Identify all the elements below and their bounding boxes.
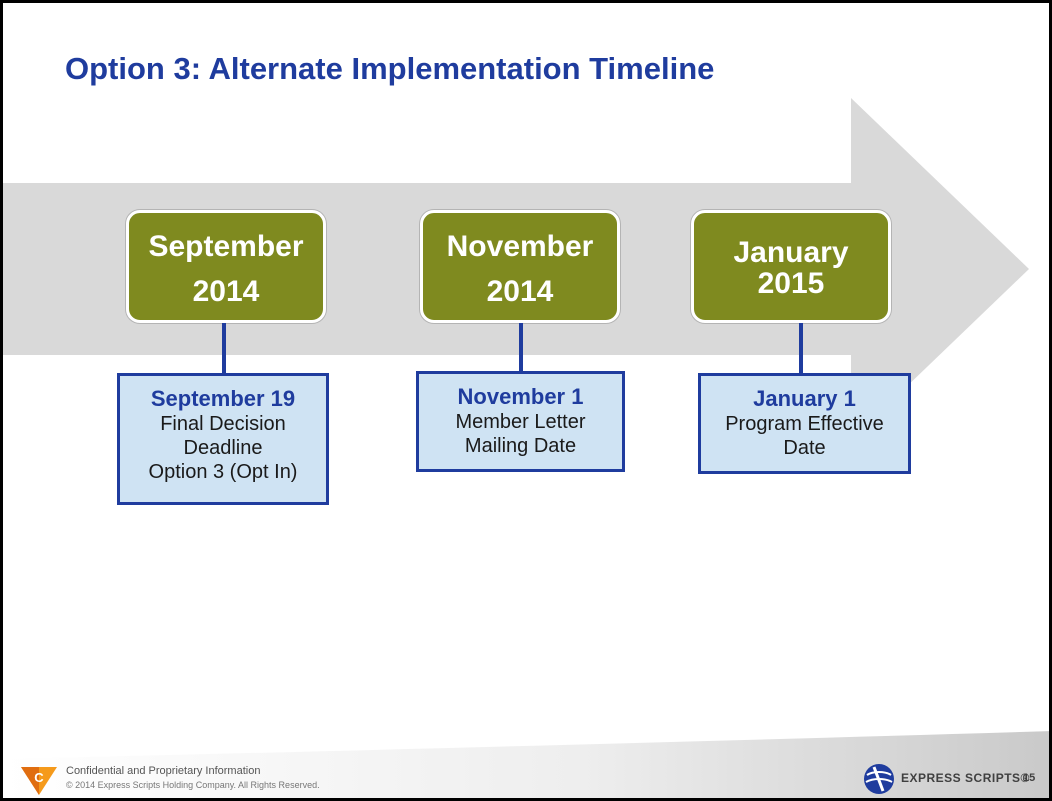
milestone-box-september-2014: September 2014 xyxy=(126,210,326,323)
milestone-connector xyxy=(799,323,803,373)
milestone-connector xyxy=(222,323,226,373)
milestone-box-year: 2014 xyxy=(486,275,554,308)
page-number: 15 xyxy=(1023,772,1036,784)
footer-copyright-text: © 2014 Express Scripts Holding Company. … xyxy=(66,780,320,790)
footer-band xyxy=(3,731,1049,798)
milestone-box-january-2015: January 2015 xyxy=(691,210,891,323)
milestone-box-year: 2015 xyxy=(757,267,825,300)
milestone-box-month: November xyxy=(446,230,594,263)
milestone-card-line: Date xyxy=(783,437,826,459)
footer-confidential-text: Confidential and Proprietary Information xyxy=(66,765,261,777)
footer-band-shape xyxy=(3,731,1049,798)
milestone-card-date: September 19 xyxy=(150,386,296,411)
milestone-box-month: September xyxy=(148,230,304,263)
milestone-box-month: January xyxy=(733,236,849,269)
milestone-card-line: Option 3 (Opt In) xyxy=(148,461,298,483)
milestone-card-january-1: January 1 Program Effective Date xyxy=(698,373,911,474)
milestone-card-line: Deadline xyxy=(183,437,263,459)
company-logo-icon: C xyxy=(21,767,57,795)
milestone-card-line: Mailing Date xyxy=(464,435,577,457)
milestone-card-line: Program Effective xyxy=(725,413,884,435)
milestone-card-november-1: November 1 Member Letter Mailing Date xyxy=(416,371,625,472)
brand-name: EXPRESS SCRIPTS® xyxy=(901,771,1030,785)
milestone-box-year: 2014 xyxy=(192,275,260,308)
milestone-box-november-2014: November 2014 xyxy=(420,210,620,323)
milestone-card-date: January 1 xyxy=(753,386,856,411)
slide-title: Option 3: Alternate Implementation Timel… xyxy=(65,51,715,86)
milestone-card-line: Member Letter xyxy=(455,411,586,433)
svg-text:C: C xyxy=(34,770,44,785)
milestone-card-september-19: September 19 Final Decision Deadline Opt… xyxy=(117,373,329,505)
express-scripts-globe-icon xyxy=(864,764,894,794)
milestone-card-line: Final Decision xyxy=(160,413,286,435)
milestone-card-date: November 1 xyxy=(457,384,584,409)
milestone-connector xyxy=(519,323,523,371)
